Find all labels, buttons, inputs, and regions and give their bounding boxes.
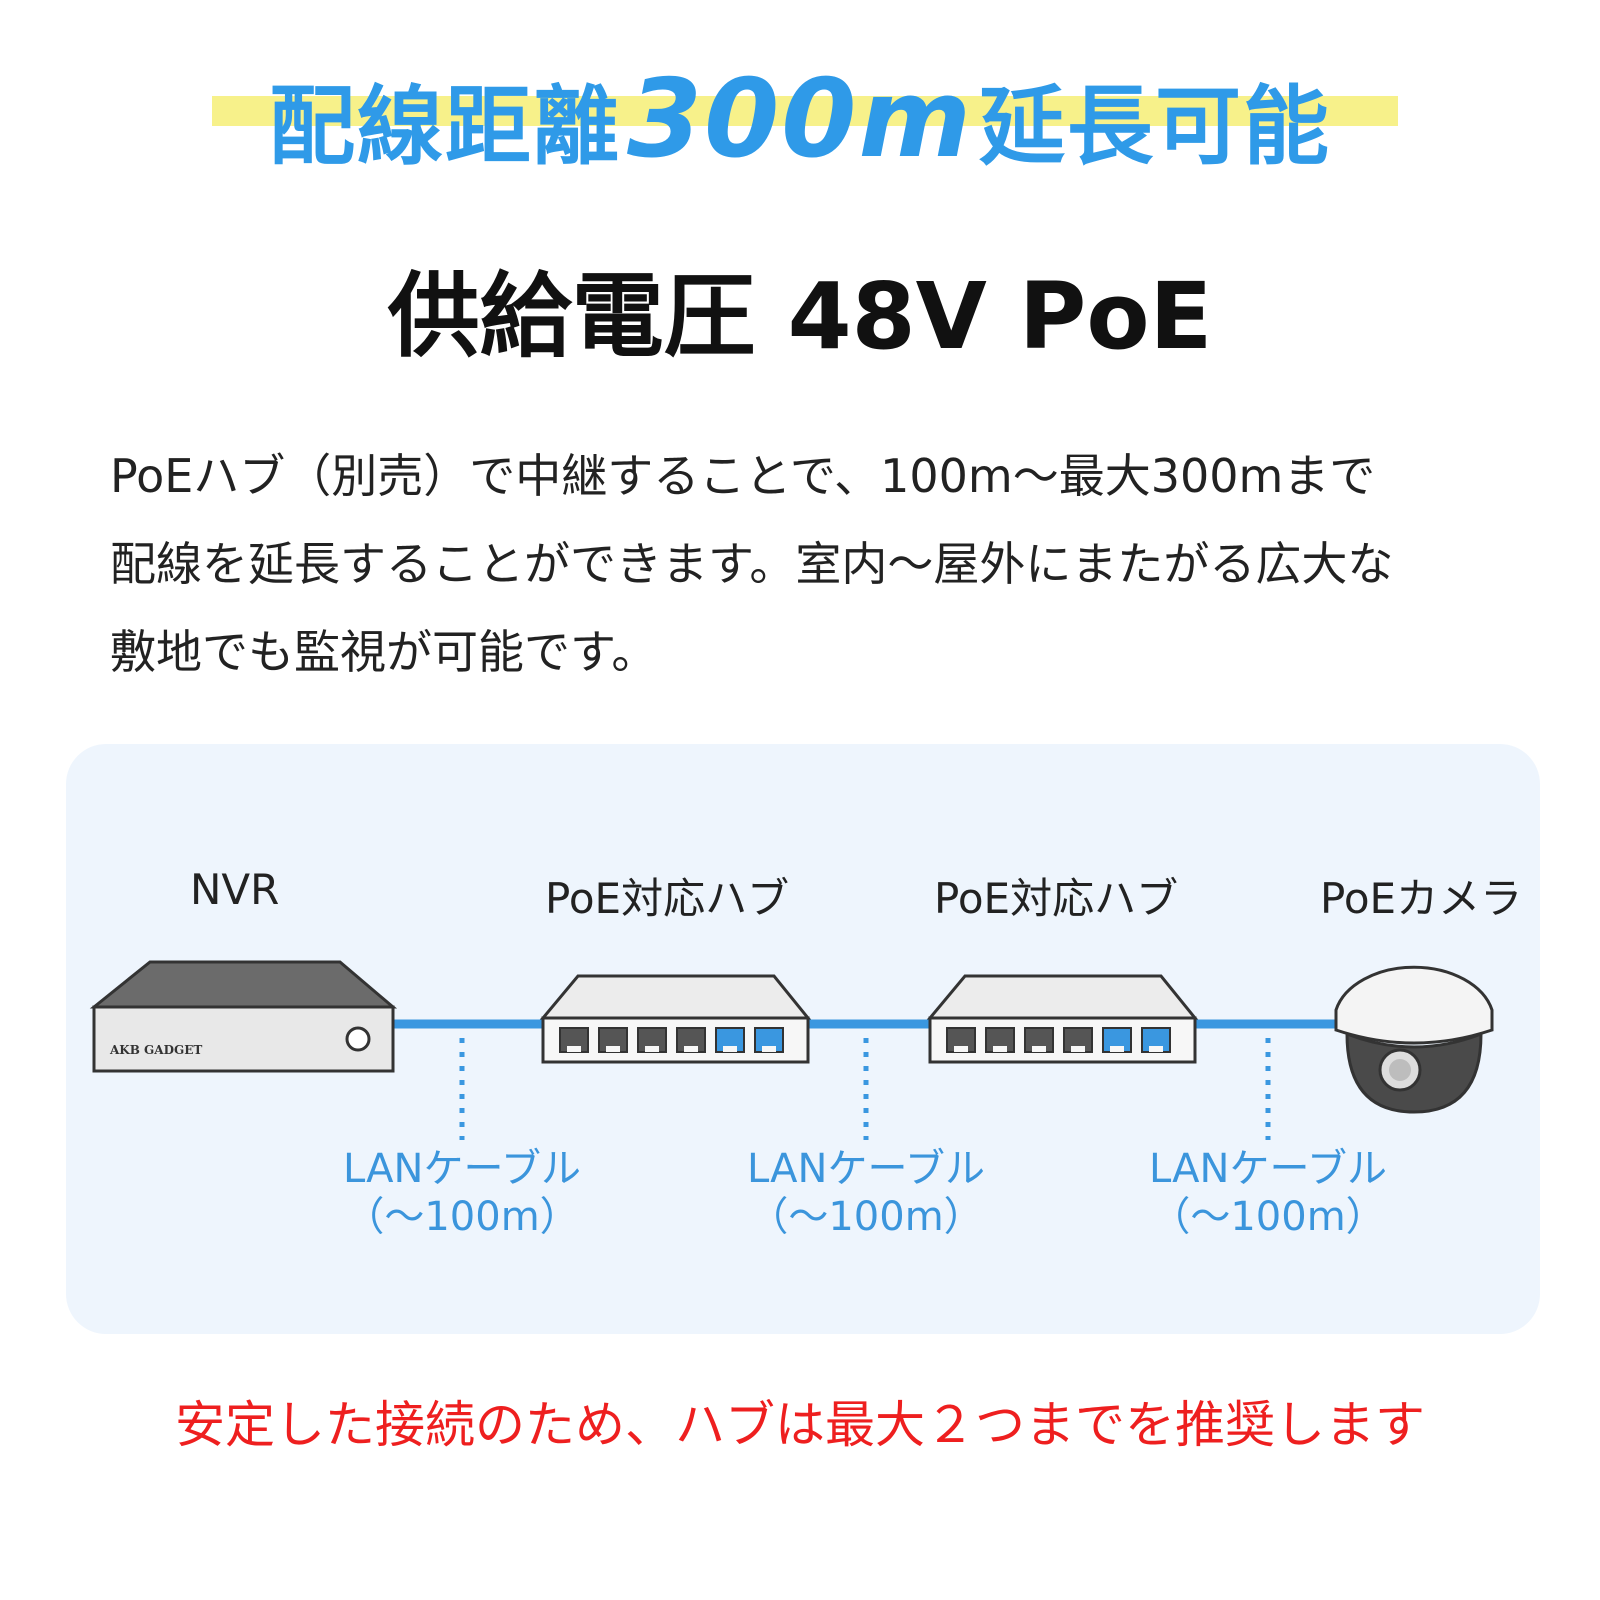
cable-length: （～100m） (748, 1194, 984, 1240)
headline-highlight (212, 96, 1398, 126)
cable-type: LANケーブル (342, 1146, 582, 1192)
subheading: 供給電圧 48V PoE (387, 263, 1213, 370)
device-label-nvr: NVR (190, 865, 280, 914)
cable-type: LANケーブル (1148, 1146, 1388, 1192)
cable-type: LANケーブル (746, 1146, 986, 1192)
poe-port-icon (754, 1027, 784, 1053)
nvr-brand: AKB GADGET (109, 1043, 202, 1057)
headline-number: 300m (627, 57, 973, 182)
power-button-icon (345, 1026, 371, 1052)
dome-camera-icon (1334, 965, 1494, 1114)
ethernet-port-icon (1063, 1027, 1093, 1053)
recommendation-notice: 安定した接続のため、ハブは最大２つまでを推奨します (175, 1396, 1425, 1454)
description-line: 配線を延長することができます。室内～屋外にまたがる広大な (110, 537, 1394, 591)
cable-length: （～100m） (1150, 1194, 1386, 1240)
headline-suffix: 延長可能 (978, 77, 1331, 177)
cable-label: LANケーブル （～100m） (332, 1145, 592, 1241)
poe-port-icon (1102, 1027, 1132, 1053)
poe-hub (539, 974, 812, 1064)
ethernet-port-icon (985, 1027, 1015, 1053)
device-label-camera: PoEカメラ (1320, 874, 1523, 923)
nvr-device: AKB GADGET (89, 960, 398, 1073)
ethernet-port-icon (637, 1027, 667, 1053)
description-line: 敷地でも監視が可能です。 (110, 625, 658, 679)
ethernet-port-icon (598, 1027, 628, 1053)
poe-port-icon (1141, 1027, 1171, 1053)
ethernet-port-icon (1024, 1027, 1054, 1053)
cable-label: LANケーブル （～100m） (736, 1145, 996, 1241)
headline-prefix: 配線距離 (269, 77, 621, 177)
ethernet-port-icon (676, 1027, 706, 1053)
cable-label: LANケーブル （～100m） (1138, 1145, 1398, 1241)
poe-port-icon (715, 1027, 745, 1053)
cable-length: （～100m） (344, 1194, 580, 1240)
description: PoEハブ（別売）で中継することで、100m～最大300mまで 配線を延長するこ… (110, 432, 1510, 696)
device-label-hub-1: PoE対応ハブ (545, 874, 790, 923)
device-label-hub-2: PoE対応ハブ (934, 874, 1179, 923)
ethernet-port-icon (559, 1027, 589, 1053)
headline: 配線距離300m延長可能 (0, 60, 1600, 187)
ethernet-port-icon (946, 1027, 976, 1053)
description-line: PoEハブ（別売）で中継することで、100m～最大300mまで (110, 449, 1376, 503)
poe-hub (926, 974, 1199, 1064)
